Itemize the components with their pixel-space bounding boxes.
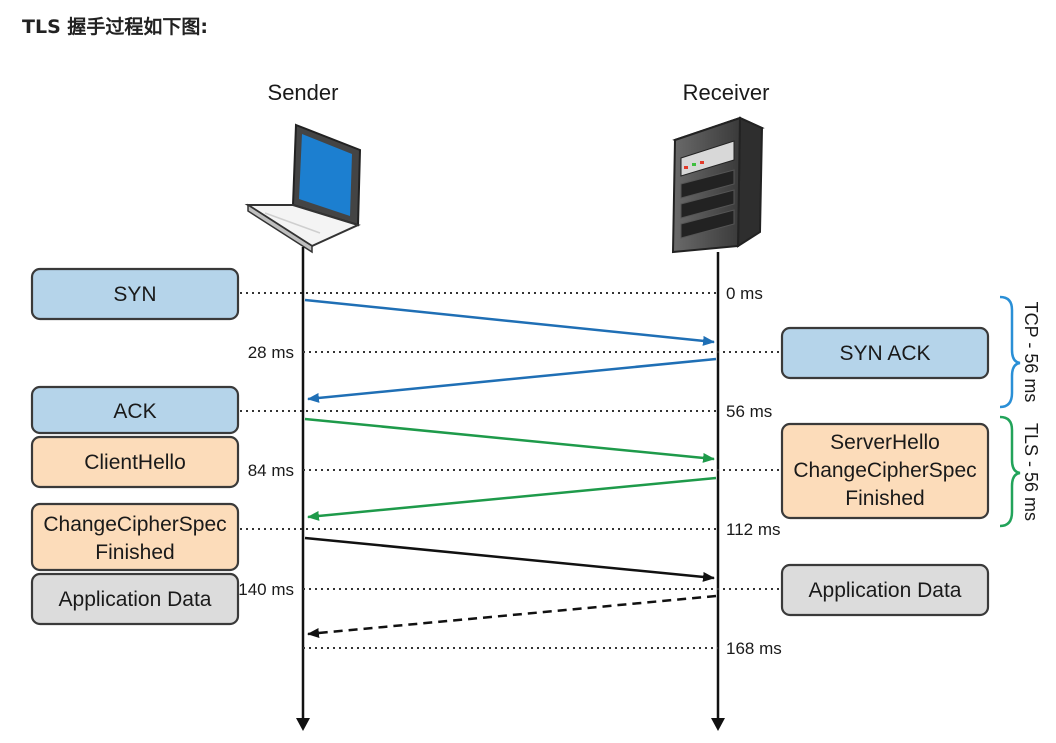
page-heading: TLS 握手过程如下图: xyxy=(22,16,208,38)
sender-lifeline-arrowhead xyxy=(296,718,310,731)
receiver-label: Receiver xyxy=(683,80,770,105)
client-hello-box-label: ClientHello xyxy=(84,451,186,474)
server-hello-line3: Finished xyxy=(845,487,924,510)
time-label-112ms: 112 ms xyxy=(726,520,781,539)
client-hello-box xyxy=(30,435,240,489)
application-data-arrow xyxy=(307,594,717,638)
receiver-lifeline-arrowhead xyxy=(711,718,725,731)
server-hello-line1: ServerHello xyxy=(830,431,940,454)
time-label-168ms: 168 ms xyxy=(726,639,782,658)
change-cipher-spec-line1: ChangeCipherSpec xyxy=(43,513,226,536)
server-hello-box xyxy=(780,422,990,520)
syn-arrow xyxy=(304,298,715,346)
time-label-0ms: 0 ms xyxy=(726,284,763,303)
time-label-56ms: 56 ms xyxy=(726,402,772,421)
laptop-icon xyxy=(244,123,362,254)
client-hello-arrow xyxy=(304,417,715,463)
time-label-140ms: 140 ms xyxy=(238,580,294,599)
server-icon xyxy=(671,116,765,254)
server-hello-line2: ChangeCipherSpec xyxy=(793,459,976,482)
sender-label: Sender xyxy=(268,80,339,105)
tls-phase-label: TLS - 56 ms xyxy=(1021,423,1041,521)
time-label-28ms: 28 ms xyxy=(248,343,294,362)
finished-arrow xyxy=(304,536,715,582)
syn-box-label: SYN xyxy=(113,283,156,306)
time-gridlines xyxy=(240,292,782,649)
syn-ack-box-label: SYN ACK xyxy=(839,342,930,365)
change-cipher-spec-box xyxy=(30,502,240,572)
tls-phase-brace xyxy=(999,415,1021,528)
server-hello-arrow xyxy=(307,476,717,521)
syn-ack-box xyxy=(780,326,990,380)
sender-application-data-label: Application Data xyxy=(59,588,212,611)
receiver-application-data-box xyxy=(780,563,990,617)
ack-box xyxy=(30,385,240,435)
syn-ack-arrow xyxy=(307,357,717,403)
ack-box-label: ACK xyxy=(113,400,156,423)
receiver-application-data-label: Application Data xyxy=(809,579,962,602)
tcp-phase-label: TCP - 56 ms xyxy=(1021,302,1041,403)
tcp-phase-brace xyxy=(999,295,1021,409)
time-label-84ms: 84 ms xyxy=(248,461,294,480)
change-cipher-spec-line2: Finished xyxy=(95,541,174,564)
syn-box xyxy=(30,267,240,321)
sender-application-data-box xyxy=(30,572,240,626)
